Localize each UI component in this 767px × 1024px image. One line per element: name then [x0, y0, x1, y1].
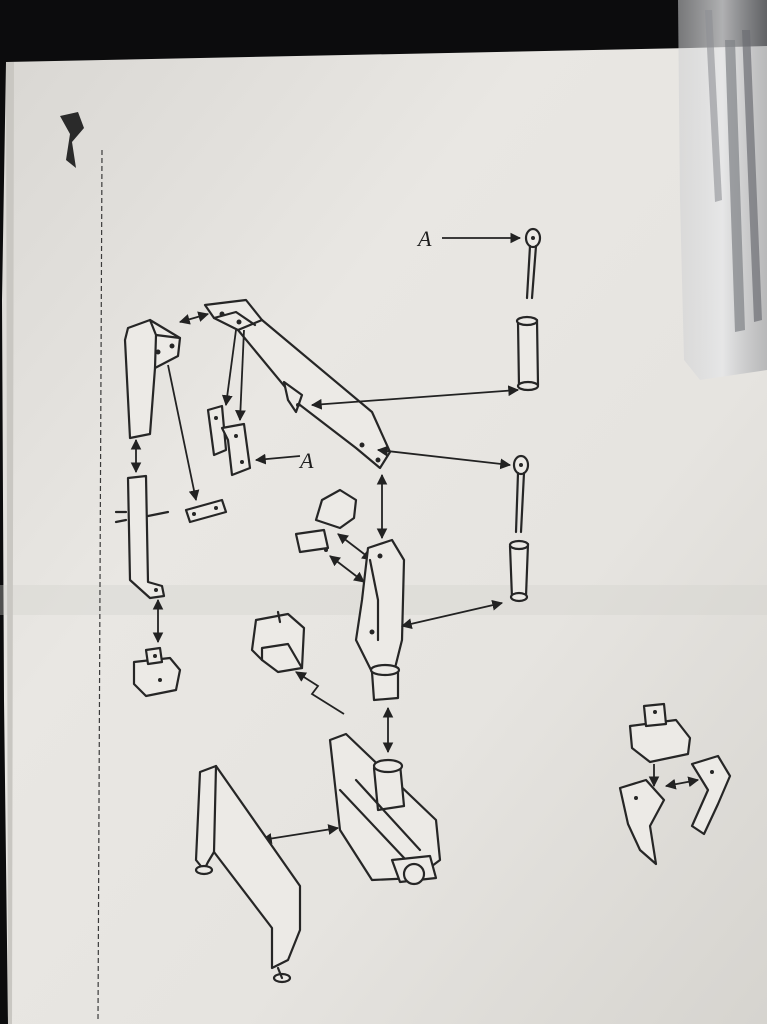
callout-a-top: A	[416, 226, 432, 251]
hydraulic-cylinder-top-part	[515, 315, 540, 392]
side-frame-part	[194, 764, 302, 984]
base-mount-part	[328, 732, 442, 886]
clevis-base-part	[132, 646, 182, 698]
eye-pin-top-part	[524, 227, 542, 300]
upright-bracket-part	[123, 318, 182, 440]
plastic-parts-bag	[678, 0, 767, 380]
pivot-link-part	[206, 404, 252, 477]
left-margin-strip	[6, 62, 14, 1024]
link-plate-part	[184, 498, 228, 524]
exploded-assembly-diagram: A	[114, 226, 732, 984]
grapple-jaw-left-part	[618, 778, 666, 866]
grapple-jaw-right-part	[690, 754, 732, 836]
control-box-part	[250, 610, 306, 674]
hydraulic-cylinder-mid-part	[508, 539, 530, 603]
margin-line	[97, 149, 103, 1021]
grapple-rotator-part	[628, 702, 692, 764]
crane-pillar-part	[354, 538, 406, 702]
lower-column-part	[114, 474, 170, 600]
callout-a-mid: A	[298, 448, 314, 473]
tear-mark	[60, 112, 84, 168]
seat-part	[294, 488, 358, 554]
eye-pin-mid-part	[512, 454, 530, 534]
